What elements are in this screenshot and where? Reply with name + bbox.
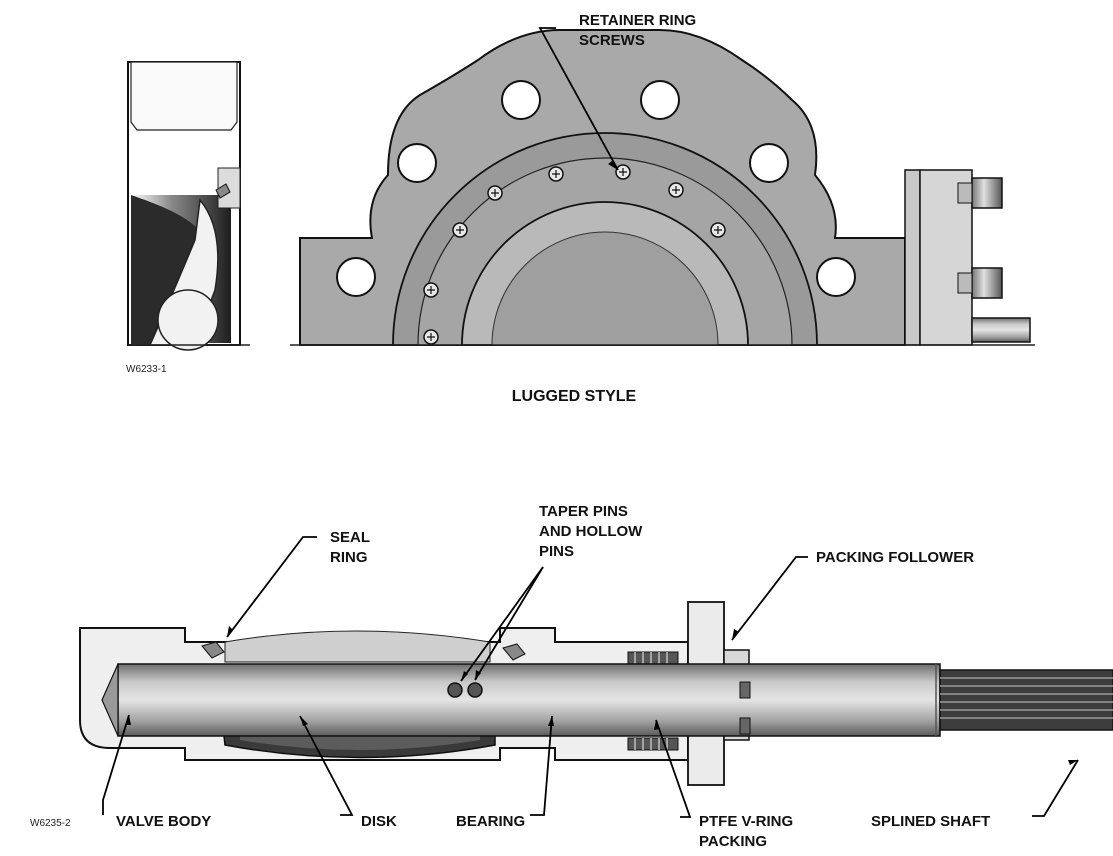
actuator-flange [904,169,921,346]
label-taper-pins-line1: TAPER PINS [539,503,628,520]
lug-hole [397,143,437,183]
label-taper-pins-line3: PINS [539,543,574,560]
lug-hole [749,143,789,183]
lug-hole [640,80,680,120]
label-splined-shaft: SPLINED SHAFT [871,813,990,830]
lugged-body-view [290,29,1035,346]
lugged-style-title: LUGGED STYLE [512,388,637,405]
leader-lines [102,27,1079,818]
label-taper-pins-line2: AND HOLLOW [539,523,643,540]
figure-code-top: W6233-1 [126,364,167,375]
label-packing-follower: PACKING FOLLOWER [816,549,974,566]
label-seal-ring-line2: RING [330,549,368,566]
label-ptfe-packing-line2: PACKING [699,833,767,850]
splined-shaft [939,669,1113,731]
figure-code-bottom: W6235-2 [30,818,71,829]
hollow-pin [467,682,483,698]
taper-pin [447,682,463,698]
lug-hole [336,257,376,297]
label-seal-ring-line1: SEAL [330,529,370,546]
lug-hole [501,80,541,120]
leader-arrowheads [125,161,1078,765]
lug-hole [816,257,856,297]
seal-ring-section [201,641,526,661]
side-section-view [127,61,250,351]
shaft [117,663,941,737]
label-retainer-ring-screws-line2: SCREWS [579,32,645,49]
shaft-section-view [79,601,1113,786]
label-bearing: BEARING [456,813,525,830]
label-retainer-ring-screws-line1: RETAINER RING [579,12,696,29]
label-ptfe-packing-line1: PTFE V-RING [699,813,793,830]
label-valve-body: VALVE BODY [116,813,211,830]
label-disk: DISK [361,813,397,830]
